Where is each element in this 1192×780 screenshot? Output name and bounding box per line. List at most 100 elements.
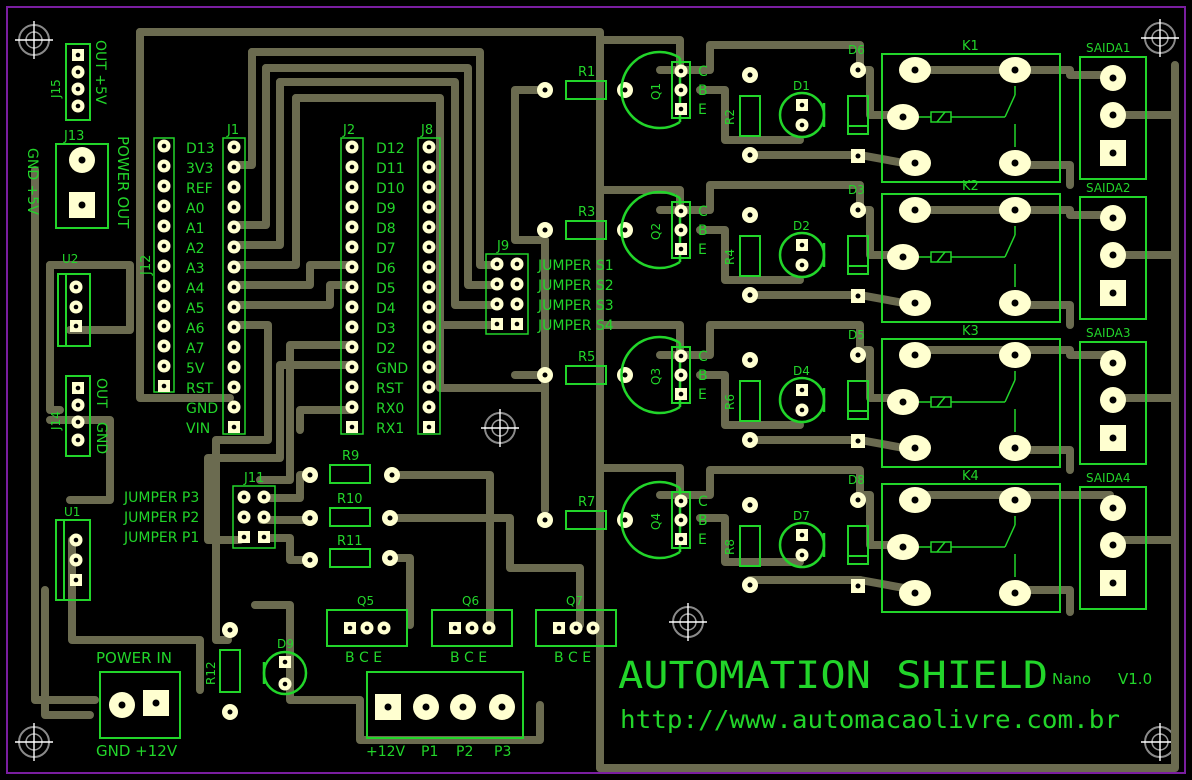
q-pin-label: B: [698, 513, 708, 529]
r-ref: R4: [723, 249, 737, 265]
diode-flyback: D6: [847, 43, 869, 163]
q-pin-label: B: [698, 368, 708, 384]
relay-ref: K4: [962, 469, 979, 484]
j1-pin: [227, 180, 241, 194]
q-ref: Q2: [649, 223, 663, 240]
p-pin-p3: P3: [494, 744, 511, 760]
q-ref: Q1: [649, 83, 663, 100]
j2-pin: [345, 360, 359, 374]
power-in-pins: GND +12V: [96, 742, 178, 760]
q-pin-label: C: [698, 64, 708, 80]
j8-pin: [422, 240, 436, 254]
j1-pin-label: A3: [186, 261, 204, 277]
relay: K2: [881, 179, 1061, 323]
j1-pin-label: A5: [186, 301, 204, 317]
d9-ref: D9: [277, 637, 294, 651]
j9-ref: J9: [496, 239, 509, 254]
r-ref: R3: [578, 205, 595, 220]
q-pin-label: C: [698, 349, 708, 365]
j2-pin: [345, 240, 359, 254]
j14-ref: J14: [49, 411, 63, 431]
led-ref: D4: [793, 364, 810, 378]
j9-pin: [490, 257, 504, 271]
j13-pins: GND +5V: [24, 148, 40, 215]
j1-pin: [227, 220, 241, 234]
led-indicator: D7: [778, 509, 826, 569]
r9-ref: R9: [342, 449, 359, 464]
j8-pin-label: D3: [376, 321, 396, 337]
diode-ref: D3: [848, 183, 865, 197]
output-terminal: SAIDA1: [1079, 41, 1147, 180]
j8-pin: [422, 380, 436, 394]
j1-pin-label: GND: [186, 401, 218, 417]
j2-pin: [345, 140, 359, 154]
j1-pin: [227, 400, 241, 414]
j8-pin-label: D9: [376, 201, 396, 217]
j11-pin: [237, 490, 251, 504]
j1-pin: [227, 300, 241, 314]
j2-pin: [345, 400, 359, 414]
j8-pin-label: RX0: [376, 401, 404, 417]
j8-pin: [422, 200, 436, 214]
led-indicator: D1: [778, 79, 826, 139]
j15-label: OUT +5V: [92, 40, 108, 105]
p-pin-p1: P1: [421, 744, 438, 760]
j11-pin: [258, 531, 270, 543]
output-label: SAIDA3: [1086, 326, 1130, 340]
q-pin-label: B: [698, 83, 708, 99]
j8-pin: [422, 360, 436, 374]
j1-pin-label: A0: [186, 201, 204, 217]
j2-pin: [345, 380, 359, 394]
q-pin-label: B: [698, 223, 708, 239]
resistor-r9: R9: [302, 449, 400, 484]
output-label: SAIDA1: [1086, 41, 1130, 55]
j9-pin: [510, 297, 524, 311]
j1-pin: [227, 380, 241, 394]
q-pins-label: B C E: [450, 650, 487, 666]
j8-pin: [422, 400, 436, 414]
r10-ref: R10: [337, 492, 363, 507]
j8-pin: [422, 320, 436, 334]
j2-pin: [345, 160, 359, 174]
j8-pin-label: D11: [376, 161, 405, 177]
q-pin-label: C: [698, 204, 708, 220]
transistor-q6: Q6B C E: [431, 594, 513, 666]
j2-pin: [345, 300, 359, 314]
output-label: SAIDA4: [1086, 471, 1130, 485]
j8-pin-label: RST: [376, 381, 404, 397]
board-outline: [6, 6, 1186, 774]
resistor-led: R6: [723, 352, 761, 448]
connector-j13: J13 POWER OUT GND +5V: [24, 129, 132, 229]
j1-pin-label: RST: [186, 381, 214, 397]
j1-pin-label: D13: [186, 141, 215, 157]
led-ref: D7: [793, 509, 810, 523]
board-version: V1.0: [1118, 670, 1152, 688]
j12-ref: J12: [139, 255, 154, 276]
j8-pin: [422, 140, 436, 154]
q-ref: Q3: [649, 368, 663, 385]
u2-ref: U2: [62, 252, 78, 266]
j9-label: JUMPER S3: [537, 298, 614, 314]
j1-pin-label: A4: [186, 281, 205, 297]
p-pin-12v: +12V: [366, 744, 406, 760]
j1-pin-label: A2: [186, 241, 204, 257]
j9-pin: [490, 277, 504, 291]
q-label: Q5: [357, 594, 374, 608]
j1-pin: [227, 160, 241, 174]
r-ref: R1: [578, 65, 595, 80]
j8-pin: [422, 260, 436, 274]
header-j12: J12: [139, 137, 175, 393]
j11-pin: [257, 510, 271, 524]
regulator-u1: U1: [55, 505, 91, 601]
diode-ref: D8: [848, 473, 865, 487]
j2-pin: [345, 260, 359, 274]
relay-ref: K1: [962, 39, 979, 54]
